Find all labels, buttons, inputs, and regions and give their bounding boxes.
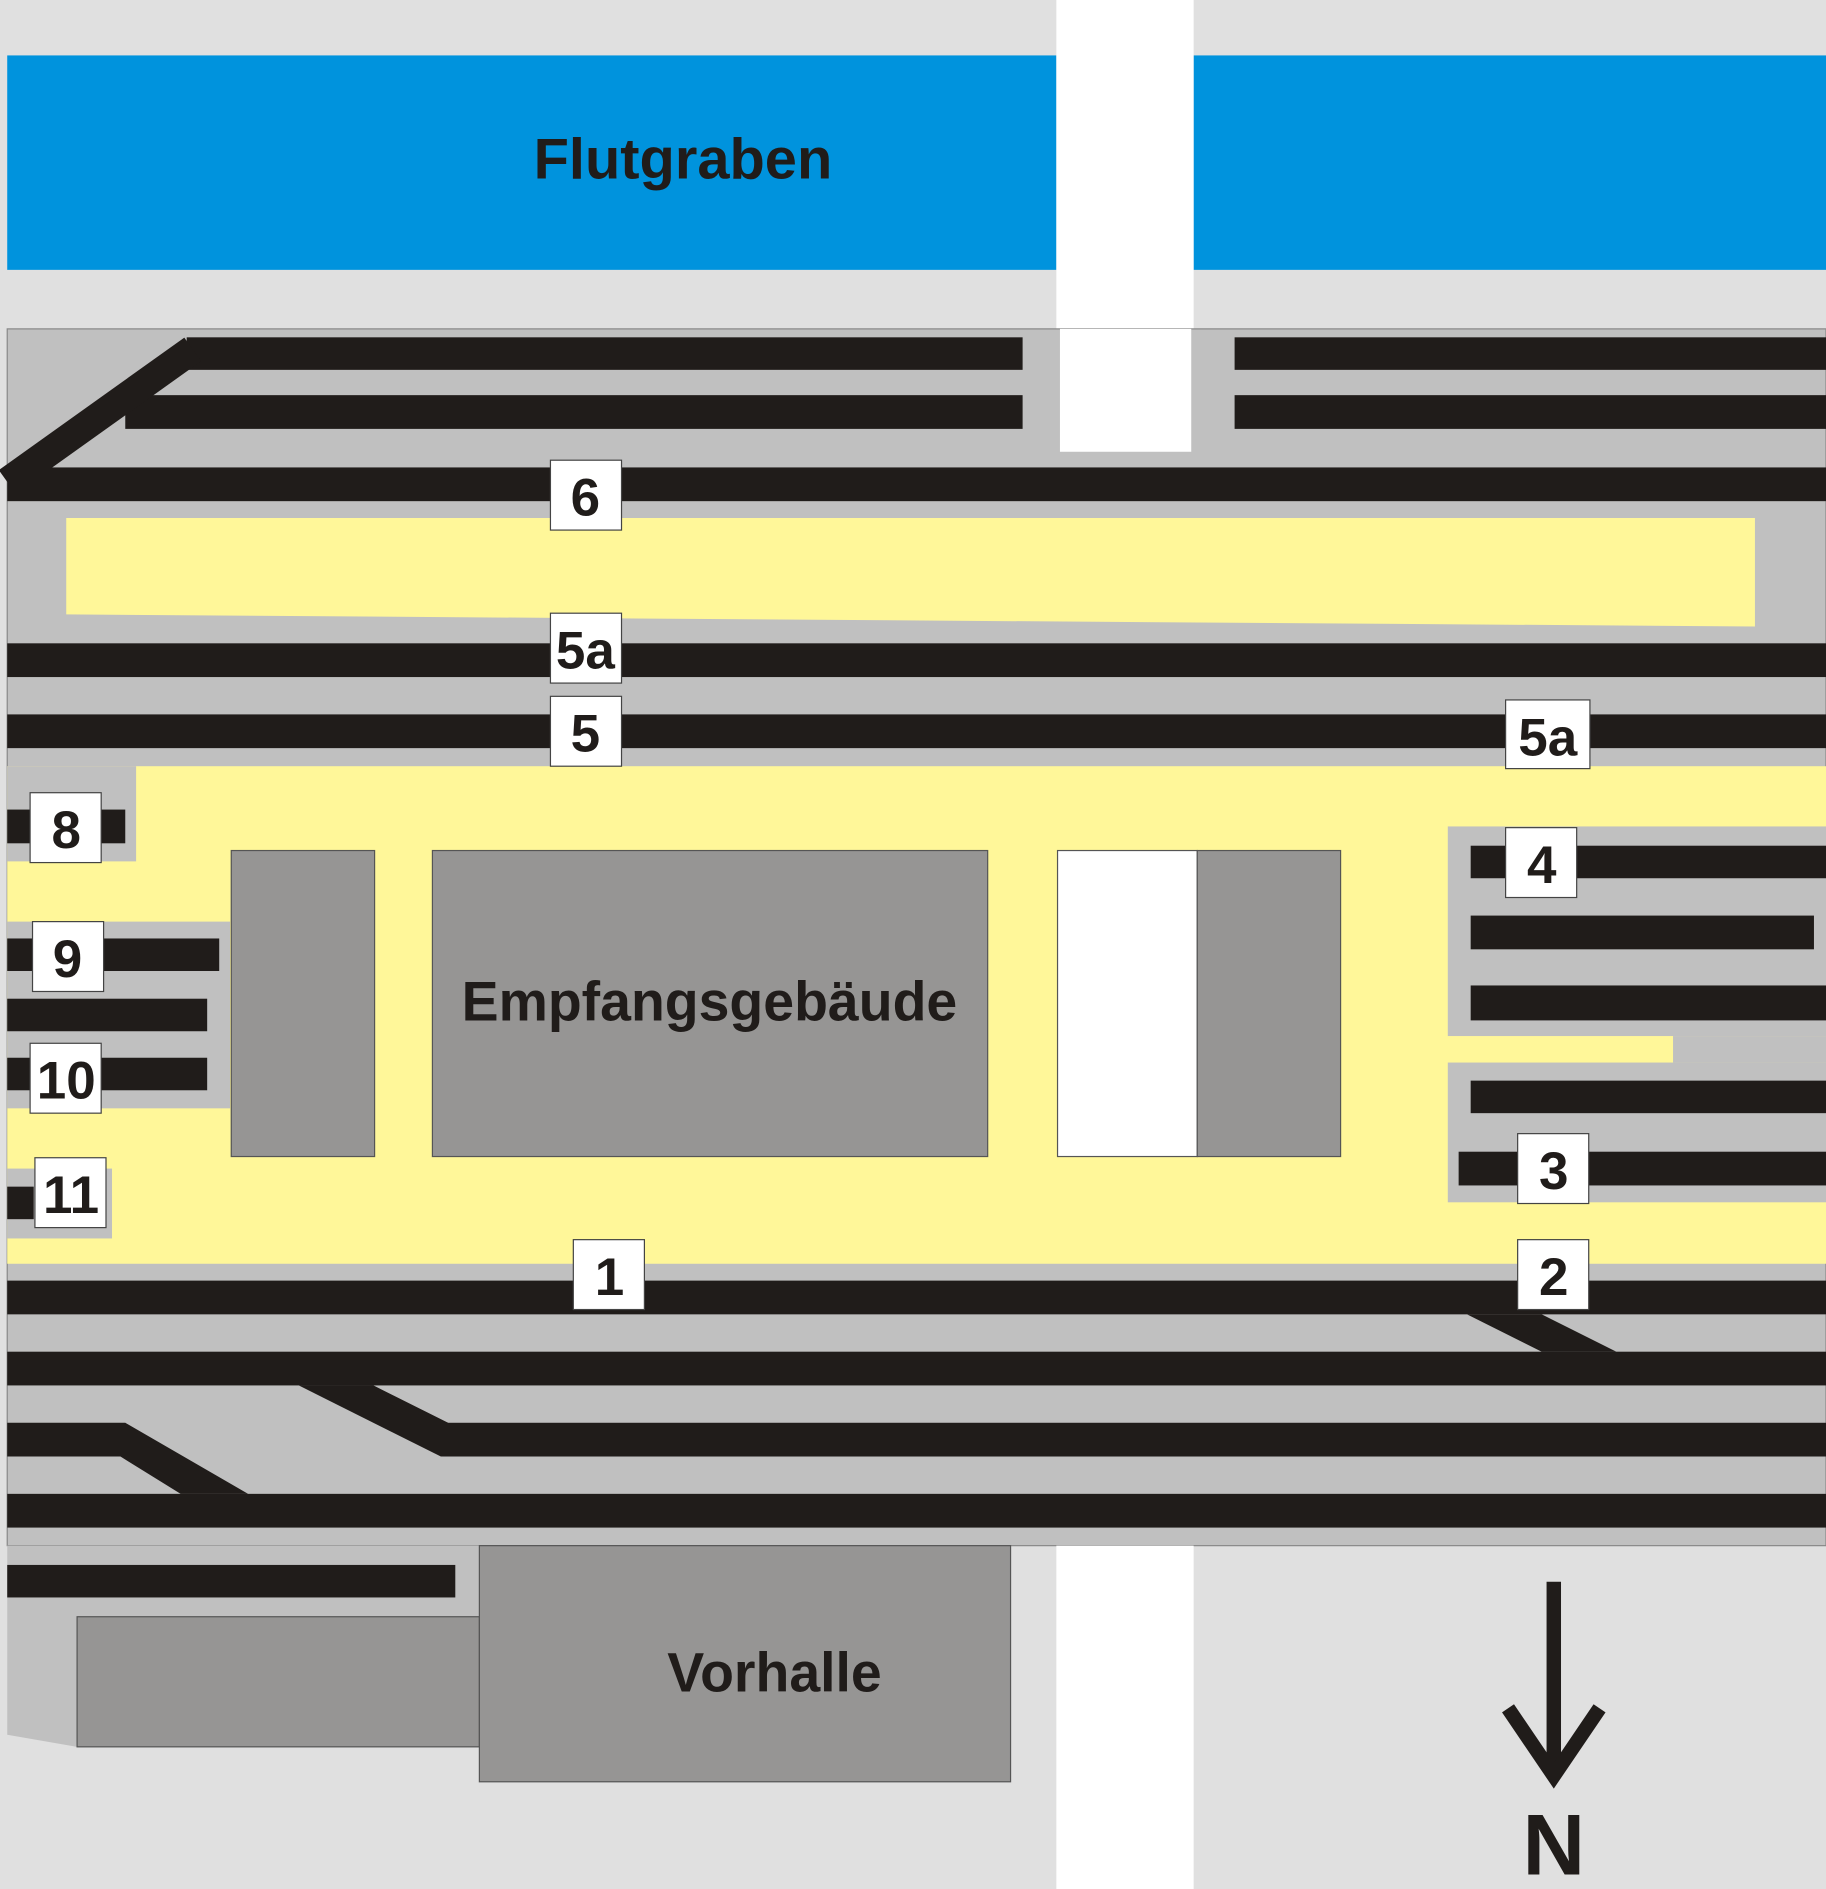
track-label: 8 xyxy=(29,792,102,864)
track-label: 9 xyxy=(31,921,105,993)
track-7 xyxy=(7,467,1826,502)
svg-text:1: 1 xyxy=(595,1248,624,1307)
svg-text:5a: 5a xyxy=(556,622,615,681)
track xyxy=(7,998,208,1032)
north-arrow-icon xyxy=(1502,1581,1606,1789)
track-switch xyxy=(7,1422,249,1494)
svg-text:8: 8 xyxy=(52,801,81,860)
track-label: 3 xyxy=(1517,1133,1590,1205)
road-north xyxy=(1056,0,1194,329)
vorhalle xyxy=(478,1545,1012,1783)
annex-building xyxy=(76,1616,480,1748)
north-label: N xyxy=(1522,1797,1585,1889)
empfangsgebaeude-label: Empfangsgebäude xyxy=(462,970,958,1032)
track xyxy=(1234,337,1826,370)
track xyxy=(186,337,1023,370)
track xyxy=(7,1564,456,1598)
road-underpass xyxy=(1059,328,1192,452)
track-label: 2 xyxy=(1517,1239,1590,1311)
flutgraben-water-right xyxy=(1193,55,1826,270)
vorhalle-label: Vorhalle xyxy=(667,1641,881,1703)
svg-text:9: 9 xyxy=(53,930,82,989)
track xyxy=(1470,915,1814,950)
track-label: 6 xyxy=(549,459,623,531)
track xyxy=(125,395,1023,429)
track-label: 11 xyxy=(34,1157,107,1229)
track-label: 5a xyxy=(1505,699,1591,770)
track-label: 5 xyxy=(549,695,623,767)
track xyxy=(443,1422,1826,1457)
track xyxy=(1470,1080,1826,1114)
platform-north xyxy=(66,518,1755,627)
svg-text:5: 5 xyxy=(571,705,600,764)
flutgraben-water-left xyxy=(7,55,1057,270)
road-south xyxy=(1056,1545,1194,1889)
building-west xyxy=(230,849,376,1158)
track-switch xyxy=(298,1385,449,1457)
track xyxy=(7,1493,1826,1528)
track-label: 4 xyxy=(1505,827,1578,899)
track-switch xyxy=(1467,1314,1617,1352)
track xyxy=(1234,395,1826,429)
track-bay xyxy=(1673,1036,1826,1063)
track-label: 5a xyxy=(549,612,623,684)
track-switch xyxy=(0,337,202,494)
empfangsgebaeude xyxy=(431,849,989,1158)
svg-text:6: 6 xyxy=(571,469,600,528)
svg-text:2: 2 xyxy=(1539,1248,1568,1307)
svg-text:5a: 5a xyxy=(1518,708,1577,767)
svg-text:11: 11 xyxy=(43,1166,99,1225)
building-east xyxy=(1196,849,1342,1158)
flutgraben-label: Flutgraben xyxy=(534,127,833,191)
track-11 xyxy=(7,1186,34,1220)
svg-text:3: 3 xyxy=(1539,1142,1568,1201)
svg-text:10: 10 xyxy=(37,1052,96,1111)
track-3 xyxy=(1458,1151,1826,1186)
track-6 xyxy=(7,643,1826,678)
passage xyxy=(1056,849,1198,1158)
track xyxy=(7,1351,1826,1386)
svg-text:4: 4 xyxy=(1527,836,1557,895)
track-label: 10 xyxy=(29,1042,102,1114)
track-label: 1 xyxy=(572,1239,646,1311)
track xyxy=(1470,985,1826,1021)
